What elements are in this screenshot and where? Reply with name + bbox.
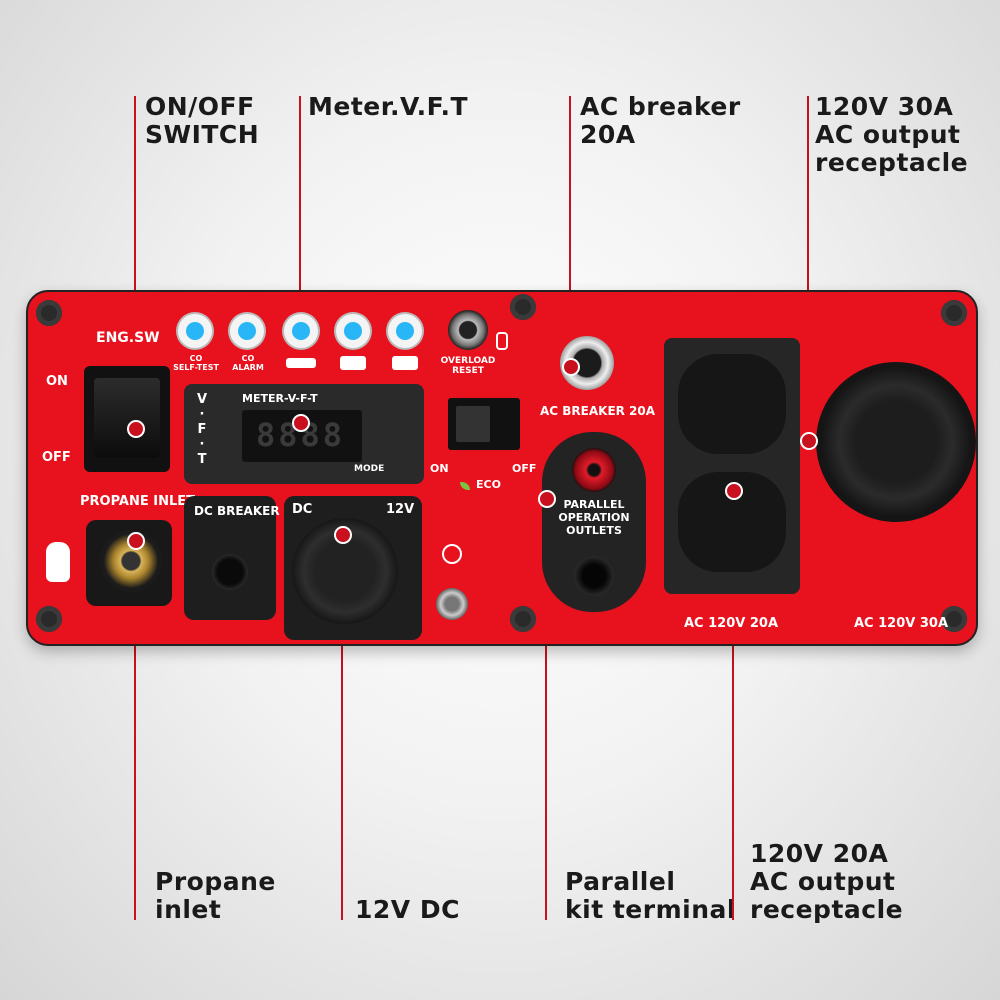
ground-terminal[interactable] [436,588,468,620]
switch-off-label: OFF [42,450,71,465]
led-output-ok [388,314,422,348]
dot-ac-20a [725,482,743,500]
dot-12v-dc [334,526,352,544]
callout-ac-breaker: AC breaker 20A [580,92,741,149]
leader-ac-breaker [569,96,571,366]
dot-on-off [127,420,145,438]
leader-parallel [545,498,547,920]
v12-label: 12V [386,502,415,517]
dc-label: DC [292,502,313,517]
screw [941,606,967,632]
co-alarm-label: CO ALARM [232,354,264,372]
leader-ac-20a [732,490,734,920]
dot-ac-breaker [562,358,580,376]
callout-ac-30a: 120V 30A AC output receptacle [815,92,969,177]
switch-on-label: ON [46,374,68,389]
led-oil [284,314,318,348]
dc-breaker-label: DC BREAKER [194,504,280,518]
dot-parallel [538,490,556,508]
propane-tank-icon [46,542,70,582]
eco-label: ECO [476,478,501,491]
eco-switch[interactable] [456,406,490,442]
eco-off-label: OFF [512,462,537,475]
ac-120v-30a-label: AC 120V 30A [854,616,949,631]
leader-ac-30a [807,96,809,440]
screw [941,300,967,326]
eng-sw-label: ENG.SW [96,330,160,346]
vft-label: V · F · T [196,392,208,467]
leader-12v-dc [341,534,343,920]
led-co-self-test [178,314,212,348]
screw [510,294,536,320]
dot-ac-30a [800,432,818,450]
oil-icon [286,358,316,368]
meter-mode-label[interactable]: MODE [354,464,385,474]
callout-ac-20a: 120V 20A AC output receptacle [750,839,904,924]
engine-icon [340,356,366,370]
screw [510,606,536,632]
screw [36,606,62,632]
parallel-terminal-black[interactable] [574,556,614,596]
led-engine [336,314,370,348]
check-icon [392,356,418,370]
eco-on-label: ON [430,462,449,475]
dc-breaker-button[interactable] [212,554,248,590]
screw [36,300,62,326]
callout-parallel: Parallel kit terminal [565,867,736,924]
callout-meter: Meter.V.F.T [308,92,469,121]
hand-icon [496,332,508,350]
parallel-terminal-red[interactable] [572,448,616,492]
ac-breaker-20a-label: AC BREAKER 20A [540,404,656,418]
co-self-test-label: CO SELF-TEST [173,354,219,372]
engine-rocker-switch[interactable] [94,378,160,458]
callout-12v-dc: 12V DC [355,895,460,924]
ac-30a-twist-lock[interactable] [816,362,976,522]
control-panel: ENG.SW ON OFF PROPANE INLET CO SELF-TEST… [26,290,978,646]
overload-reset-button[interactable] [448,310,488,350]
dot-propane [127,532,145,550]
led-co-alarm [230,314,264,348]
propane-inlet-label: PROPANE INLET [80,494,196,509]
dot-meter [292,414,310,432]
overload-reset-label: OVERLOAD RESET [440,356,496,376]
parallel-outlets-label: PARALLEL OPERATION OUTLETS [558,498,630,537]
leaf-icon [460,482,470,490]
ac-20a-outlet-top[interactable] [678,354,786,454]
meter-title: METER-V-F-T [242,392,318,405]
leader-propane [134,540,136,920]
leader-meter [299,96,301,422]
callout-propane: Propane inlet [155,867,276,924]
ground-icon [442,544,462,564]
ac-120v-20a-label: AC 120V 20A [684,616,779,631]
leader-on-off [134,96,136,428]
callout-on-off-switch: ON/OFF SWITCH [145,92,260,149]
